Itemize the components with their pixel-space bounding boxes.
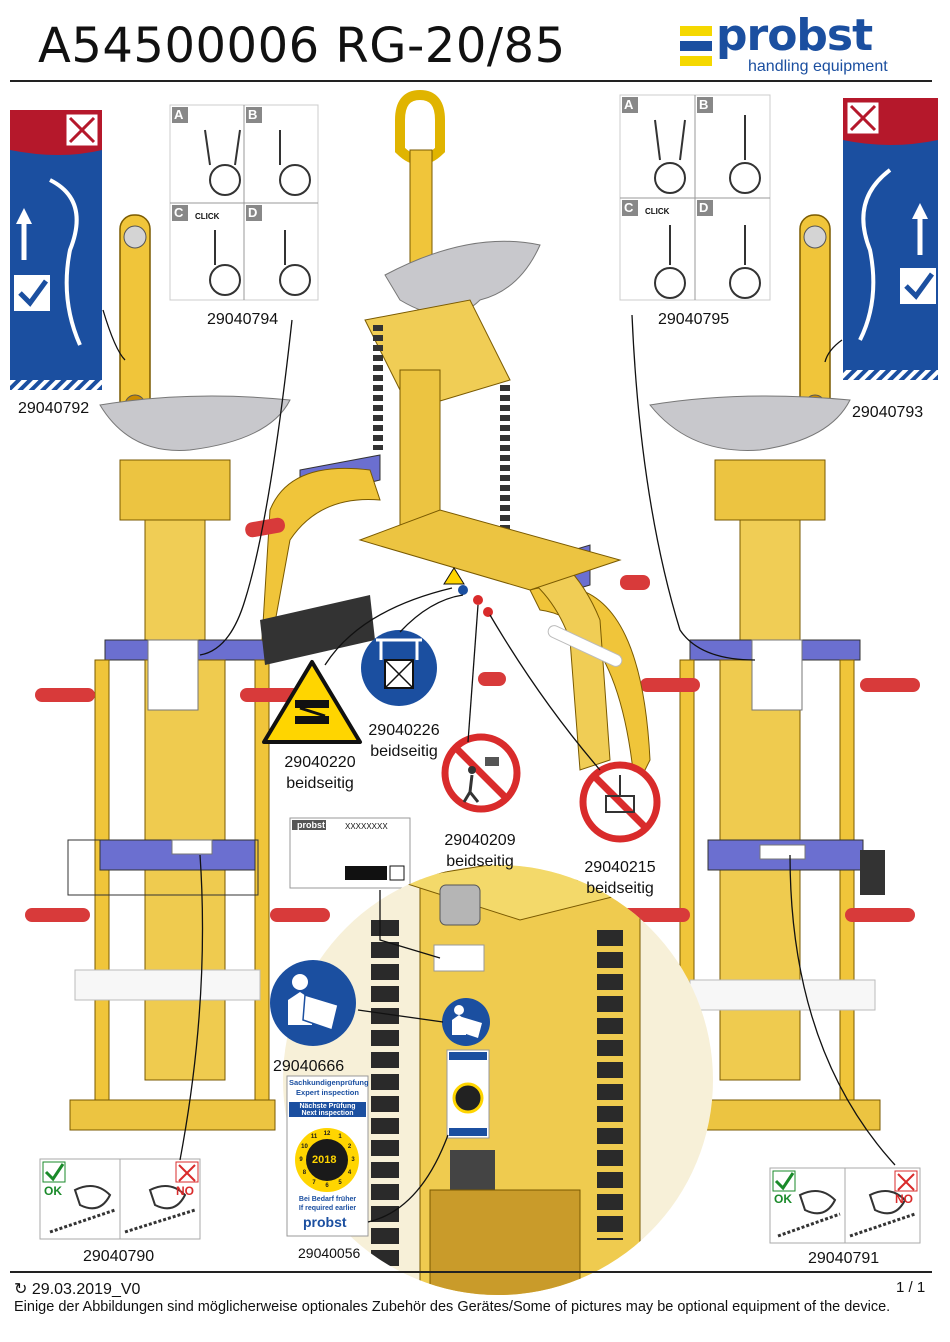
sticker-29040792 [10,110,102,390]
header-rule [10,80,932,82]
step-a-label-right: A [624,97,634,112]
inspection-label-small [446,1049,490,1139]
leader-lines [102,309,896,1223]
inspection-title: Sachkundigenprüfung Expert inspection [289,1078,369,1097]
logo-tagline: handling equipment [748,58,888,75]
dial-number: 10 [301,1144,308,1150]
probst-logo: probst handling equipment [676,10,908,78]
label-29040792: 29040792 [18,400,90,417]
footer-rule [10,1271,932,1273]
inspection-sticker [286,1075,369,1237]
step-c-label: C [174,205,184,220]
crush-warning-sign [262,660,362,744]
click-label-right: CLICK [645,207,670,216]
label-29040220: 29040220 beidseitig [284,754,356,792]
step-b-label: B [248,107,258,122]
dial-number: 3 [351,1157,355,1163]
inspection-year: 2018 [312,1154,337,1166]
footer-date: 29.03.2019_V0 [31,1281,141,1298]
ok-no-sticker-29040791 [769,1167,921,1244]
label-29040793: 29040793 [852,404,924,421]
label-29040795: 29040795 [658,311,730,328]
read-manual-sign-small [442,998,490,1046]
inspection-next: Nächste Prüfung Next inspection [299,1103,356,1117]
logo-bars-icon [680,26,712,71]
right-side-view [615,214,920,1131]
read-manual-sign [270,960,356,1046]
ok-label-right: OK [774,1192,792,1206]
dial-number: 12 [323,1131,331,1137]
mandatory-load-sign [361,630,437,706]
dial-number: 4 [347,1170,352,1176]
label-29040215: 29040215 beidseitig [584,859,656,897]
label-29040209: 29040209 beidseitig [444,832,516,870]
step-b-label-right: B [699,97,709,112]
label-29040791: 29040791 [808,1250,880,1267]
zoom-detail [283,865,713,1295]
center-perspective-view [245,89,651,792]
document-title: A54500006 RG-20/85 [38,18,566,74]
dial-number: 6 [325,1183,329,1189]
label-29040790: 29040790 [83,1248,155,1265]
dial-number: 8 [302,1170,307,1176]
label-29040666: 29040666 [273,1058,345,1075]
footer-revision: ↻ 29.03.2019_V0 [14,1279,140,1299]
dial-number: 9 [299,1157,303,1163]
dial-number: 2 [347,1144,352,1150]
step-d-label-right: D [699,200,709,215]
revision-arrow-icon: ↻ [14,1281,28,1298]
label-29040226: 29040226 beidseitig [368,722,440,760]
inspection-brand: probst [303,1214,347,1230]
type-plate-small [433,944,485,972]
no-label-right: NO [895,1192,913,1206]
click-label: CLICK [195,212,220,221]
ok-no-sticker-29040790 [39,1158,201,1240]
logo-name: probst [716,10,873,61]
sticker-29040793 [843,98,938,380]
inspection-note: Bei Bedarf früher If required earlier [298,1196,357,1212]
type-plate [289,817,411,889]
footer-note: Einige der Abbildungen sind möglicherwei… [14,1299,891,1315]
left-side-view [25,214,330,1131]
sticker-29040794 [169,104,319,301]
ok-label-left: OK [44,1184,62,1198]
dial-number: 11 [310,1134,318,1141]
dial-number: 7 [312,1179,316,1186]
type-plate-code: XXXXXXXX [345,822,388,831]
dial-number: 1 [338,1134,342,1141]
step-a-label: A [174,107,184,122]
footer-page-number: 1 / 1 [896,1279,926,1296]
label-29040794: 29040794 [207,311,279,328]
no-label-left: NO [176,1184,194,1198]
no-side-pull-sign [579,761,661,843]
label-29040056: 29040056 [298,1245,361,1261]
no-walking-under-load-sign [441,733,521,813]
type-plate-brand: probst [297,820,325,830]
step-c-label-right: C [624,200,634,215]
step-d-label: D [248,205,258,220]
dial-number: 5 [338,1179,342,1186]
sticker-29040795 [619,94,771,301]
